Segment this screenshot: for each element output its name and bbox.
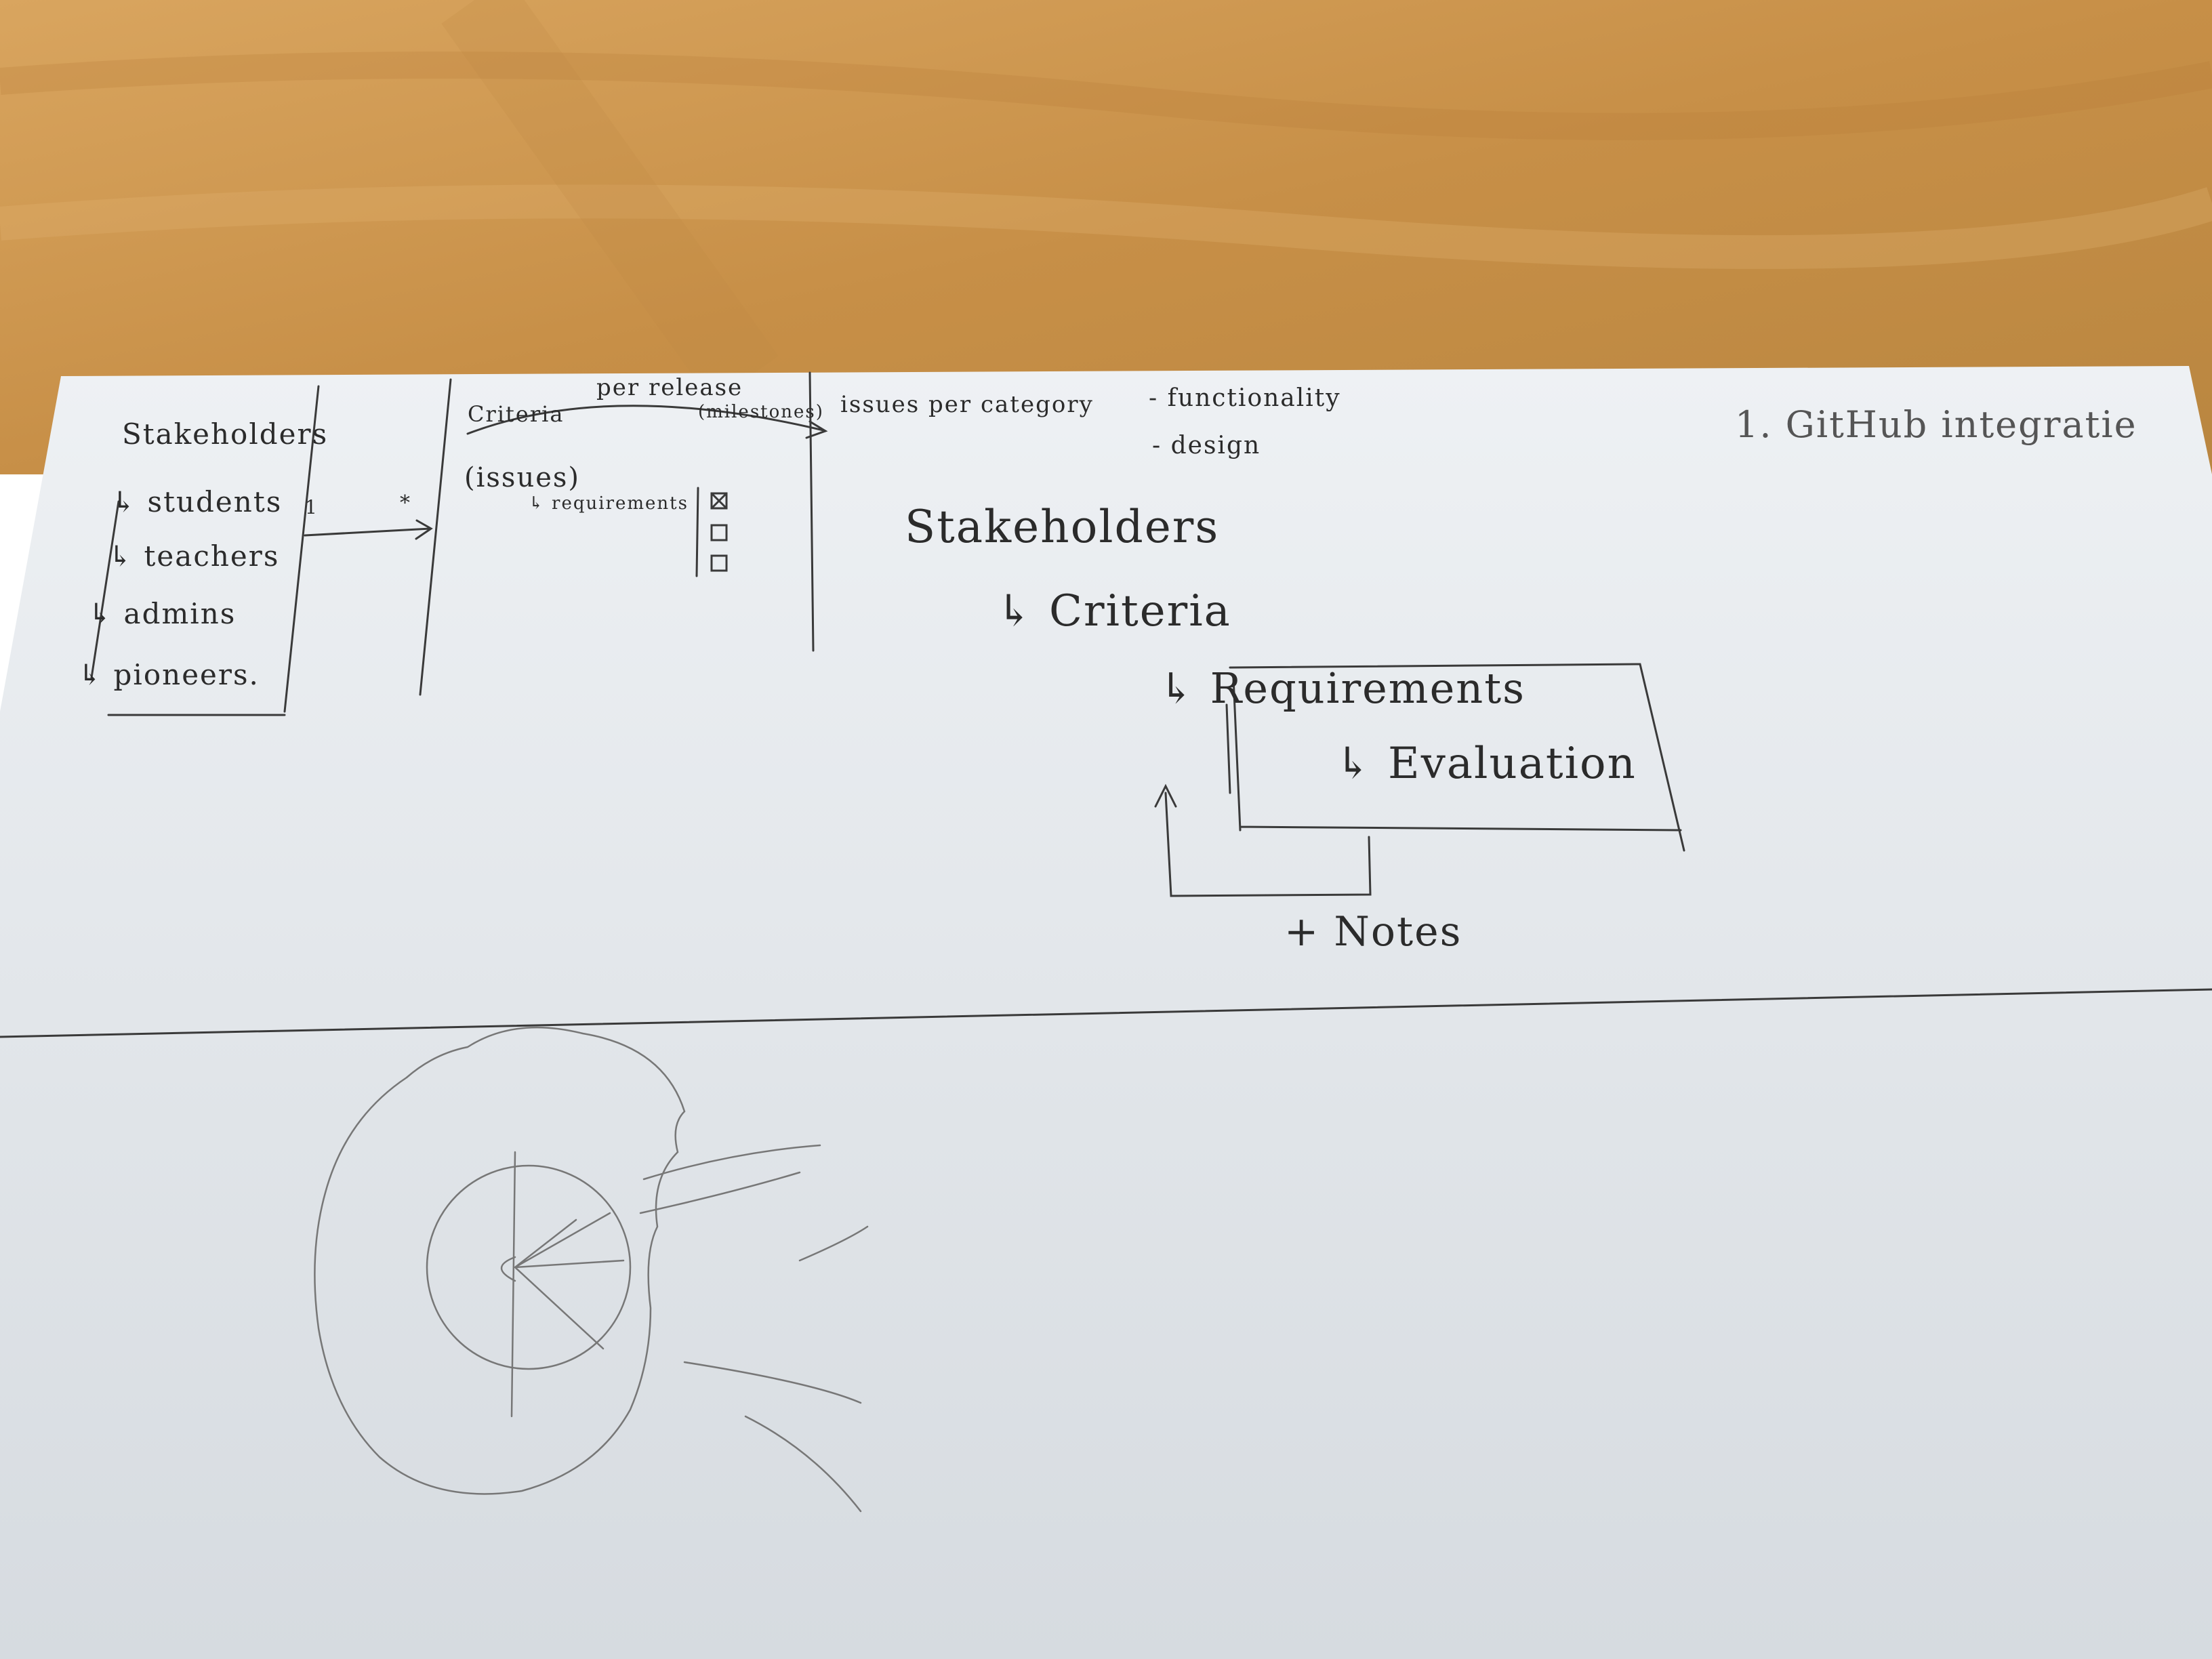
issues-label: (issues) (464, 462, 581, 493)
hierarchy-stakeholders: Stakeholders (905, 501, 1220, 553)
per-release-label: per release (596, 374, 743, 401)
notes-loop (1154, 783, 1372, 897)
stakeholder-item-students: ↳ students (112, 485, 283, 518)
milestones-label: (milestones) (698, 402, 824, 422)
cloud-sketch (314, 1026, 686, 1495)
hierarchy-requirements: ↳ Requirements (1159, 663, 1525, 713)
hierarchy-evaluation: ↳ Evaluation (1335, 739, 1637, 789)
wheel-sketch (426, 1164, 632, 1370)
wood-grain (441, 0, 779, 403)
category-functionality: - functionality (1149, 384, 1341, 412)
category-design: - design (1152, 432, 1261, 459)
checkbox-empty (710, 524, 728, 541)
stroke-sketch (639, 1144, 869, 1513)
relation-many: * (400, 491, 411, 515)
issues-per-category-label: issues per category (840, 391, 1094, 418)
checkbox-column-line (695, 487, 699, 577)
hierarchy-notes: + Notes (1284, 908, 1462, 956)
hub-sketch (500, 1256, 516, 1282)
criteria-left-line (419, 378, 452, 696)
checkbox-cross (710, 492, 728, 510)
stakeholders-list-title: Stakeholders (122, 417, 329, 451)
requirements-box-outer (1225, 703, 1231, 794)
stakeholder-item-teachers: ↳ teachers (108, 539, 280, 573)
relation-one: 1 (305, 496, 319, 518)
checkbox-empty (710, 554, 728, 572)
stakeholder-item-admins: ↳ admins (88, 597, 237, 630)
requirements-box (1229, 663, 1685, 852)
requirements-small-label: ↳ requirements (529, 493, 689, 514)
criteria-arc-arrow (466, 405, 828, 439)
github-integratie-label: 1. GitHub integratie (1735, 403, 2137, 446)
criteria-right-line (808, 371, 815, 652)
stakeholder-item-pioneers: ↳ pioneers. (78, 658, 260, 691)
criteria-label: Criteria (468, 401, 565, 427)
relation-arrow (304, 519, 433, 540)
wood-grain (0, 184, 2212, 269)
hierarchy-criteria: ↳ Criteria (996, 586, 1231, 636)
stakeholder-left-line (90, 500, 120, 679)
wheel-spokes (510, 1151, 625, 1418)
checkbox-checked (710, 492, 728, 510)
stakeholder-bracket-line (107, 385, 320, 716)
wood-grain (0, 52, 2212, 140)
